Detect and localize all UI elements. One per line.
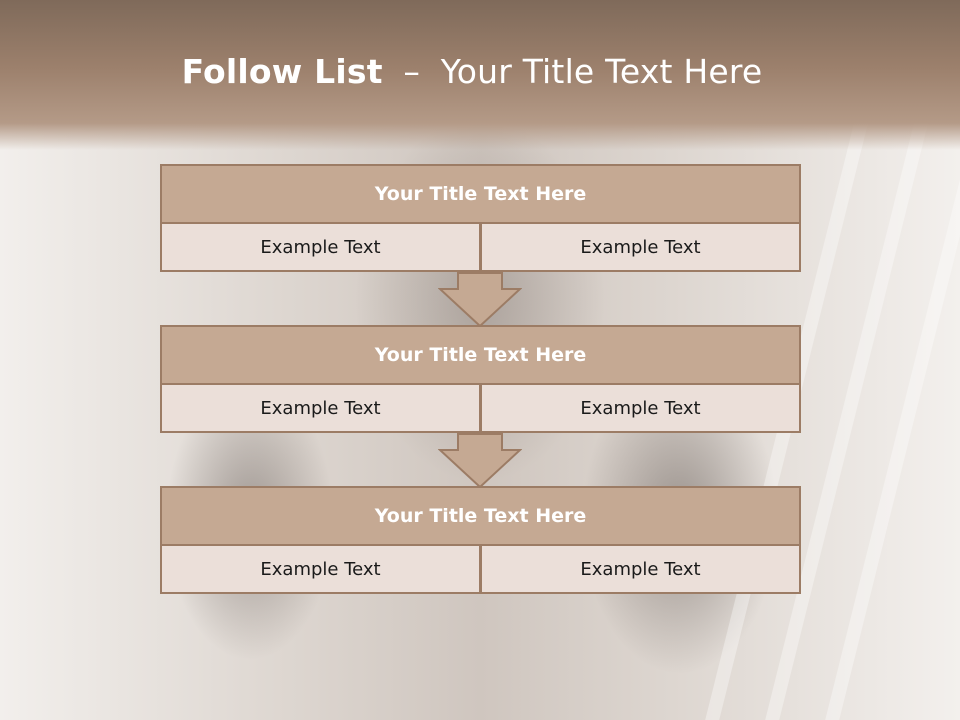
block-cell-left[interactable]: Example Text — [160, 544, 481, 594]
down-arrow-icon — [438, 433, 522, 489]
block-cell-right[interactable]: Example Text — [480, 222, 801, 272]
slide-title[interactable]: Follow List – Your Title Text Here — [0, 52, 944, 91]
list-block: Your Title Text Here Example Text Exampl… — [160, 164, 801, 272]
block-title[interactable]: Your Title Text Here — [160, 325, 801, 385]
list-block: Your Title Text Here Example Text Exampl… — [160, 486, 801, 594]
block-cell-left[interactable]: Example Text — [160, 383, 481, 433]
list-block: Your Title Text Here Example Text Exampl… — [160, 325, 801, 433]
block-cell-left[interactable]: Example Text — [160, 222, 481, 272]
header-band — [0, 0, 960, 150]
block-cell-right[interactable]: Example Text — [480, 383, 801, 433]
slide-title-separator: – — [403, 52, 421, 91]
block-title[interactable]: Your Title Text Here — [160, 164, 801, 224]
down-arrow-icon — [438, 272, 522, 328]
block-title[interactable]: Your Title Text Here — [160, 486, 801, 546]
slide-title-rest: Your Title Text Here — [440, 52, 763, 91]
slide-title-lead: Follow List — [181, 52, 383, 91]
block-cell-right[interactable]: Example Text — [480, 544, 801, 594]
